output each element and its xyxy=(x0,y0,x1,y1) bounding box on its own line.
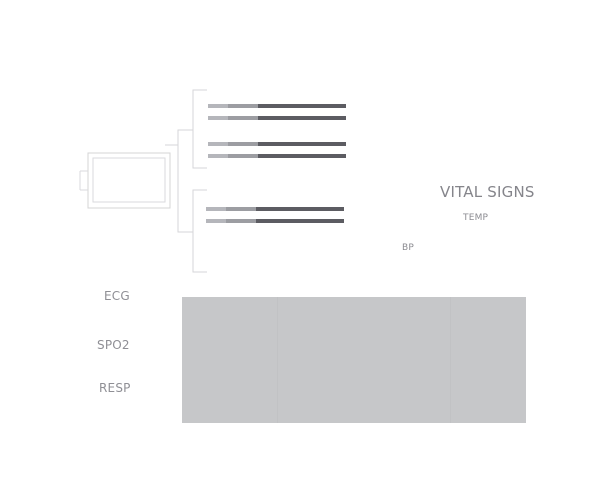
temp-label: TEMP xyxy=(463,213,489,223)
vital-signs-title: VITAL SIGNS xyxy=(440,183,535,201)
connector-upper-bracket xyxy=(192,89,207,169)
cable-bar xyxy=(208,104,346,108)
monitor-icon xyxy=(79,152,171,209)
cable-bar xyxy=(208,116,346,120)
connector-lower-bracket xyxy=(192,189,207,273)
ecg-label: ECG xyxy=(104,289,130,303)
cable-bar xyxy=(206,219,344,223)
cable-bar xyxy=(206,207,344,211)
resp-label: RESP xyxy=(99,381,131,395)
waveform-panel xyxy=(182,297,526,423)
spo2-label: SPO2 xyxy=(97,338,130,352)
bp-label: BP xyxy=(402,243,415,253)
panel-divider xyxy=(277,297,278,423)
panel-divider xyxy=(450,297,451,423)
cable-bar xyxy=(208,154,346,158)
cable-bar xyxy=(208,142,346,146)
connector-trunk xyxy=(177,129,193,233)
connector-tree xyxy=(165,89,207,273)
